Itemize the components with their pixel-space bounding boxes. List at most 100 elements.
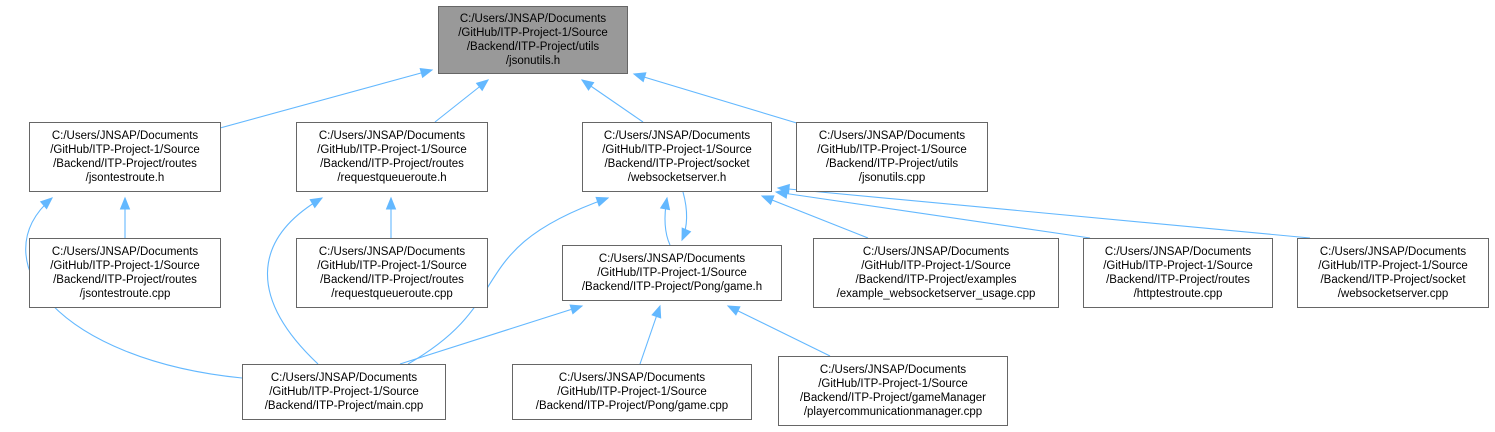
dependency-edge-game-h-to-websocketserver-h <box>659 196 671 246</box>
file-node-path-line: C:/Users/JNSAP/Documents <box>1319 246 1467 258</box>
file-node-path-line: /Backend/ITP-Project/socket <box>1320 274 1466 286</box>
file-node-path-line: /GitHub/ITP-Project-1/Source <box>557 386 707 398</box>
edge-arrowhead <box>659 196 671 211</box>
file-node-path-line: /GitHub/ITP-Project-1/Source <box>597 267 747 279</box>
dependency-edge-websocketserver-cpp-to-websocketserver-h <box>776 183 1311 239</box>
edge-arrowhead <box>776 183 790 195</box>
edge-arrowhead <box>726 305 741 316</box>
edge-line <box>777 187 1311 239</box>
edge-arrowhead <box>632 72 647 83</box>
file-node-path-line: C:/Users/JNSAP/Documents <box>598 253 746 265</box>
file-node-jsonutils-cpp[interactable]: C:/Users/JNSAP/Documents/GitHub/ITP-Proj… <box>796 122 988 192</box>
edge-arrowhead <box>39 197 54 210</box>
file-node-requestqueueroute-cpp[interactable]: C:/Users/JNSAP/Documents/GitHub/ITP-Proj… <box>296 238 488 308</box>
file-node-jsonutils-h[interactable]: C:/Users/JNSAP/Documents/GitHub/ITP-Proj… <box>438 6 628 74</box>
dependency-edge-example-ws-usage-cpp-to-websocketserver-h <box>760 195 869 239</box>
file-node-path-line: C:/Users/JNSAP/Documents <box>270 372 418 384</box>
dependency-edge-jsontestroute-h-to-jsonutils-h <box>219 67 434 129</box>
file-node-path-line: /jsonutils.h <box>505 55 561 67</box>
file-node-path-line: /websocketserver.cpp <box>1337 288 1449 300</box>
dependency-edge-jsontestroute-cpp-to-jsontestroute-h <box>119 196 131 238</box>
file-node-path-line: C:/Users/JNSAP/Documents <box>1104 246 1252 258</box>
file-node-path-line: C:/Users/JNSAP/Documents <box>862 246 1010 258</box>
file-node-path-line: /requestqueueroute.h <box>337 172 447 184</box>
file-node-path-line: /example_websocketserver_usage.cpp <box>836 288 1036 300</box>
file-node-jsontestroute-h[interactable]: C:/Users/JNSAP/Documents/GitHub/ITP-Proj… <box>29 122 221 192</box>
file-node-path-line: /Backend/ITP-Project/routes <box>53 274 197 286</box>
dependency-edge-playercomm-cpp-to-game-h <box>726 305 831 357</box>
file-node-path-line: C:/Users/JNSAP/Documents <box>818 130 966 142</box>
file-node-game-cpp[interactable]: C:/Users/JNSAP/Documents/GitHub/ITP-Proj… <box>512 364 752 420</box>
edge-line <box>581 79 644 123</box>
file-node-path-line: /GitHub/ITP-Project-1/Source <box>458 27 608 39</box>
file-node-path-line: /GitHub/ITP-Project-1/Source <box>317 144 467 156</box>
dependency-edge-httptestroute-cpp-to-websocketserver-h <box>774 188 1091 239</box>
file-node-path-line: C:/Users/JNSAP/Documents <box>318 246 466 258</box>
file-node-playercomm-cpp[interactable]: C:/Users/JNSAP/Documents/GitHub/ITP-Proj… <box>778 356 1008 426</box>
dependency-edge-websocketserver-h-to-jsonutils-h <box>580 79 644 123</box>
file-node-path-line: C:/Users/JNSAP/Documents <box>51 246 199 258</box>
file-node-path-line: C:/Users/JNSAP/Documents <box>459 13 607 25</box>
file-node-path-line: /GitHub/ITP-Project-1/Source <box>269 386 419 398</box>
file-node-path-line: /Backend/ITP-Project/utils <box>825 158 959 170</box>
file-node-jsontestroute-cpp[interactable]: C:/Users/JNSAP/Documents/GitHub/ITP-Proj… <box>29 238 221 308</box>
file-node-path-line: /GitHub/ITP-Project-1/Source <box>50 144 200 156</box>
edge-arrowhead <box>580 79 595 91</box>
file-node-path-line: /GitHub/ITP-Project-1/Source <box>817 144 967 156</box>
file-node-path-line: /Backend/ITP-Project/routes <box>1106 274 1250 286</box>
file-node-path-line: C:/Users/JNSAP/Documents <box>51 130 199 142</box>
file-node-path-line: /websocketserver.h <box>627 172 727 184</box>
file-node-path-line: /jsontestroute.h <box>85 172 165 184</box>
file-node-path-line: /jsontestroute.cpp <box>79 288 171 300</box>
edge-arrowhead <box>569 304 584 315</box>
file-node-path-line: C:/Users/JNSAP/Documents <box>318 130 466 142</box>
edge-arrowhead <box>681 227 692 242</box>
edge-arrowhead <box>119 196 131 210</box>
file-node-path-line: /Backend/ITP-Project/examples <box>855 274 1017 286</box>
dependency-edge-requestqueueroute-cpp-to-requestqueueroute-h <box>385 196 397 238</box>
edge-line <box>266 197 323 365</box>
file-node-game-h[interactable]: C:/Users/JNSAP/Documents/GitHub/ITP-Proj… <box>562 245 782 301</box>
edge-line <box>399 305 583 365</box>
file-node-path-line: /httptestroute.cpp <box>1133 288 1223 300</box>
file-node-path-line: /Backend/ITP-Project/routes <box>320 158 464 170</box>
file-node-path-line: /Backend/ITP-Project/Pong/game.h <box>581 281 763 293</box>
dependency-edge-main-cpp-to-websocketserver-h <box>407 196 610 365</box>
edge-arrowhead <box>419 67 434 79</box>
edge-arrowhead <box>760 195 775 206</box>
file-node-websocketserver-cpp[interactable]: C:/Users/JNSAP/Documents/GitHub/ITP-Proj… <box>1297 238 1489 308</box>
file-node-path-line: /Backend/ITP-Project/utils <box>466 41 600 53</box>
edge-line <box>761 195 869 239</box>
file-node-path-line: /GitHub/ITP-Project-1/Source <box>818 378 968 390</box>
file-node-httptestroute-cpp[interactable]: C:/Users/JNSAP/Documents/GitHub/ITP-Proj… <box>1083 238 1273 308</box>
file-node-path-line: /jsonutils.cpp <box>858 172 926 184</box>
file-node-main-cpp[interactable]: C:/Users/JNSAP/Documents/GitHub/ITP-Proj… <box>242 364 446 420</box>
file-node-path-line: C:/Users/JNSAP/Documents <box>558 372 706 384</box>
file-node-path-line: /Backend/ITP-Project/routes <box>53 158 197 170</box>
file-node-path-line: C:/Users/JNSAP/Documents <box>603 130 751 142</box>
file-node-path-line: /GitHub/ITP-Project-1/Source <box>861 260 1011 272</box>
file-node-path-line: /Backend/ITP-Project/gameManager <box>799 392 986 404</box>
edge-arrowhead <box>309 197 324 209</box>
edge-line <box>727 305 831 357</box>
dependency-edge-requestqueueroute-h-to-jsonutils-h <box>434 79 490 123</box>
file-node-path-line: C:/Users/JNSAP/Documents <box>819 364 967 376</box>
edge-arrowhead <box>651 304 662 319</box>
file-node-websocketserver-h[interactable]: C:/Users/JNSAP/Documents/GitHub/ITP-Proj… <box>582 122 772 192</box>
file-node-path-line: /GitHub/ITP-Project-1/Source <box>317 260 467 272</box>
file-node-requestqueueroute-h[interactable]: C:/Users/JNSAP/Documents/GitHub/ITP-Proj… <box>296 122 488 192</box>
file-node-path-line: /Backend/ITP-Project/main.cpp <box>264 400 424 412</box>
file-node-path-line: /GitHub/ITP-Project-1/Source <box>1318 260 1468 272</box>
edge-arrowhead <box>475 79 490 92</box>
file-node-path-line: /GitHub/ITP-Project-1/Source <box>1103 260 1253 272</box>
file-node-path-line: /Backend/ITP-Project/socket <box>604 158 750 170</box>
edge-arrowhead <box>595 196 610 207</box>
edge-line <box>219 69 433 129</box>
edge-line <box>407 197 609 365</box>
edge-line <box>775 191 1091 239</box>
dependency-edge-websocketserver-h-to-game-h <box>681 191 692 242</box>
file-node-path-line: /requestqueueroute.cpp <box>331 288 453 300</box>
file-node-path-line: /Backend/ITP-Project/Pong/game.cpp <box>535 400 729 412</box>
file-node-path-line: /Backend/ITP-Project/routes <box>320 274 464 286</box>
file-node-example-ws-usage-cpp[interactable]: C:/Users/JNSAP/Documents/GitHub/ITP-Proj… <box>813 238 1059 308</box>
